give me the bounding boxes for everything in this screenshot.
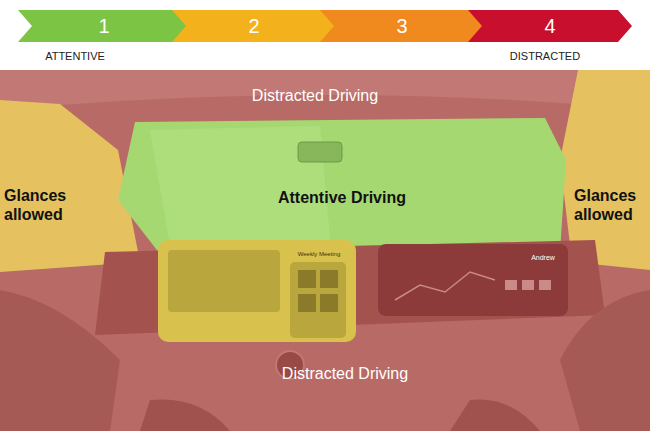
scale-chevron: 4 — [468, 10, 632, 42]
zone-label: Glances allowed — [574, 186, 648, 224]
zone-label: Distracted Driving — [205, 86, 425, 105]
screen-text: Andrew — [520, 254, 566, 262]
scale-number: 1 — [18, 10, 190, 42]
scale-label: ATTENTIVE — [25, 50, 125, 63]
zone-label: Distracted Driving — [235, 364, 455, 383]
scale-label: DISTRACTED — [490, 50, 600, 63]
scale-number: 3 — [320, 10, 484, 42]
scale-number: 4 — [468, 10, 632, 42]
scale-chevron: 3 — [320, 10, 484, 42]
scale-chevron: 2 — [172, 10, 336, 42]
screen-text: Weekly Meeting — [288, 251, 350, 258]
zone-label: Attentive Driving — [230, 188, 454, 207]
scale-chevron: 1 — [18, 10, 190, 42]
scale-number: 2 — [172, 10, 336, 42]
zone-label: Glances allowed — [4, 186, 86, 224]
